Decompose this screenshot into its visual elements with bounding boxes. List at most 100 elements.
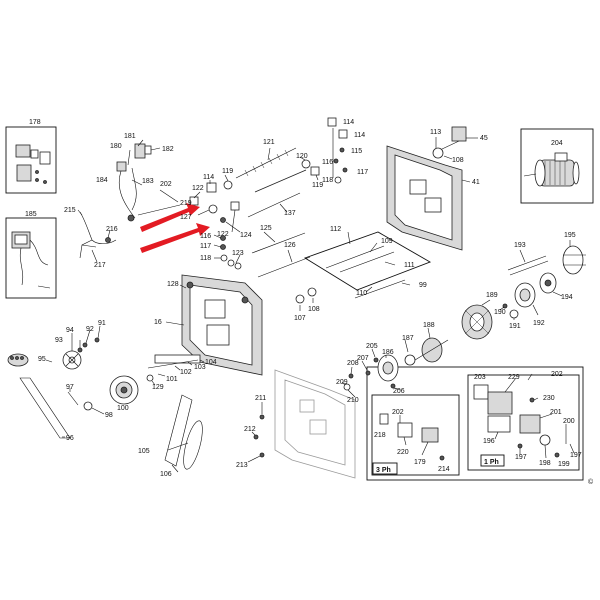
label-99: 99	[419, 282, 427, 289]
part-121-threaded-shaft	[235, 147, 297, 179]
label-193: 193	[514, 242, 526, 249]
label-119-a: 119	[222, 168, 233, 175]
label-185: 185	[25, 211, 37, 218]
part-194-fan	[539, 272, 557, 294]
part-188-rotor	[414, 337, 449, 363]
part-105-belt	[183, 420, 203, 470]
label-114-b: 114	[343, 119, 354, 126]
label-209: 209	[336, 379, 348, 386]
label-196: 196	[483, 438, 495, 445]
label-112: 112	[330, 226, 341, 233]
part-106-belt	[164, 394, 193, 467]
part-214-fastener	[439, 455, 445, 461]
label-109: 109	[381, 238, 393, 245]
part-92-fastener	[82, 342, 88, 348]
label-45: 45	[480, 135, 488, 142]
label-201: 201	[550, 409, 562, 416]
label-93: 93	[55, 337, 63, 344]
part-119-collar	[223, 180, 233, 190]
label-115: 115	[351, 148, 362, 155]
label-1-ph: 1 Ph	[484, 459, 499, 466]
part-100-pulley	[109, 375, 139, 405]
label-111: 111	[404, 262, 415, 269]
part-125-rod	[251, 232, 306, 254]
part-97-spring	[67, 391, 79, 406]
inset-box-3ph	[371, 394, 460, 476]
part-186-end-shield	[377, 354, 399, 382]
label-179: 179	[414, 459, 426, 466]
label-197-b: 197	[570, 452, 582, 459]
part-126-rod	[257, 256, 311, 278]
part-129-washer	[146, 374, 154, 382]
part-187-bearing	[404, 354, 416, 366]
part-210-fastener	[348, 373, 354, 379]
part-122b-block	[230, 201, 240, 211]
label-204: 204	[551, 140, 563, 147]
part-230-fastener	[529, 397, 535, 403]
part-215-cable	[79, 211, 117, 259]
label-108-a: 108	[452, 157, 464, 164]
part-192-end-cap	[514, 282, 536, 308]
label-192: 192	[533, 320, 545, 327]
label-203: 203	[474, 374, 486, 381]
label-114-c: 114	[354, 132, 365, 139]
label-113: 113	[430, 129, 441, 136]
part-16-side-frame	[181, 274, 263, 376]
label-199: 199	[558, 461, 570, 468]
label-94: 94	[66, 327, 74, 334]
label-117-b: 117	[357, 169, 368, 176]
label-186: 186	[382, 349, 394, 356]
label-218: 218	[374, 432, 386, 439]
label-206: 206	[393, 388, 405, 395]
part-104-plate	[154, 354, 201, 364]
label-118-b: 118	[322, 177, 333, 184]
part-127-nut	[208, 204, 218, 214]
badge-1ph	[480, 454, 505, 467]
label-98: 98	[105, 412, 113, 419]
label-126: 126	[284, 242, 296, 249]
label-107: 107	[294, 315, 306, 322]
inset-box-178	[5, 126, 57, 194]
label-190: 190	[494, 309, 506, 316]
label-108-b: 108	[308, 306, 320, 313]
label-210: 210	[347, 397, 359, 404]
label-188: 188	[423, 322, 435, 329]
part-199-fastener	[554, 452, 560, 458]
inset-box-204	[520, 128, 594, 204]
label-127: 127	[180, 214, 192, 221]
label-184: 184	[96, 177, 108, 184]
label-197-a: 197	[515, 454, 527, 461]
label-230: 230	[543, 395, 555, 402]
label-207: 207	[357, 355, 369, 362]
part-203-gasket	[473, 384, 489, 400]
label-117-a: 117	[200, 243, 211, 250]
part-93-fastener	[77, 347, 83, 353]
label-198: 198	[539, 460, 551, 467]
label-114-a: 114	[203, 174, 214, 181]
part-196-plate	[487, 415, 511, 433]
part-96-drive-belt	[19, 377, 71, 439]
part-195-fan-cover	[562, 245, 586, 275]
label-92: 92	[86, 326, 94, 333]
label-16: 16	[154, 319, 162, 326]
part-95-chain	[7, 353, 29, 367]
part-124-pin	[220, 217, 226, 223]
label-217: 217	[94, 262, 106, 269]
label-219: 219	[180, 200, 192, 207]
part-218-block	[379, 413, 389, 425]
part-114b-stack-block	[338, 129, 348, 139]
label-215: 215	[64, 207, 76, 214]
part-137b-rod	[247, 192, 301, 218]
part-120-collar	[301, 159, 311, 169]
part-114-stack-block	[327, 117, 337, 127]
part-114-block	[206, 182, 217, 193]
part-45-handwheel-assembly	[439, 126, 467, 151]
label-102: 102	[180, 369, 192, 376]
label-213: 213	[236, 462, 248, 469]
part-209-washer	[343, 383, 351, 391]
label-191: 191	[509, 323, 521, 330]
label-187: 187	[402, 335, 414, 342]
label-195: 195	[564, 232, 576, 239]
part-185-switch-cable	[11, 231, 51, 289]
